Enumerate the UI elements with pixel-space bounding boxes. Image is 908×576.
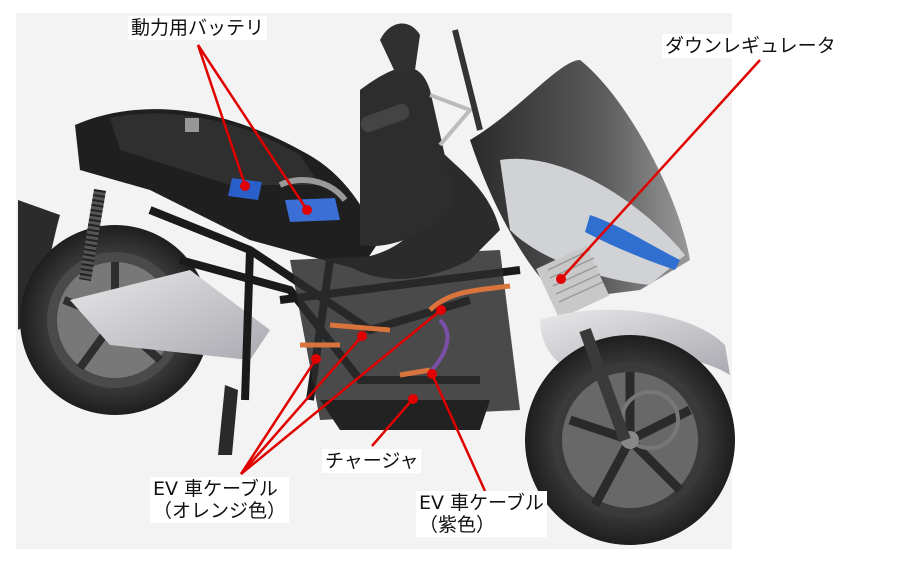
battery-label-text: 動力用バッテリ — [131, 17, 265, 39]
purple-cable — [430, 318, 450, 372]
seat-tub — [75, 109, 380, 271]
orange-cables — [300, 283, 511, 378]
down-regulator-label: ダウンレギュレータ — [662, 34, 839, 58]
front-wheel — [525, 327, 735, 545]
battery-pack-2 — [285, 198, 340, 222]
charger-label: チャージャ — [322, 449, 422, 473]
ev-cable-orange-label: EV 車ケーブル （オレンジ色） — [150, 477, 290, 523]
center-stand — [218, 385, 238, 455]
charger-label-text: チャージャ — [325, 450, 419, 472]
ev-cable-purple-label: EV 車ケーブル （紫色） — [416, 491, 547, 537]
charger-body — [320, 400, 490, 430]
front-cowl — [470, 60, 690, 300]
battery-label: 動力用バッテリ — [128, 16, 268, 40]
ev-cable-orange-line1: EV 車ケーブル — [153, 478, 278, 500]
leader-lines — [196, 44, 761, 492]
headlight-blue-trim — [585, 215, 680, 270]
swing-arm — [70, 270, 270, 360]
rear-shock — [79, 189, 106, 281]
ev-cable-purple-line2: （紫色） — [419, 514, 496, 536]
ev-cable-purple-line1: EV 車ケーブル — [419, 492, 544, 514]
down-regulator — [536, 245, 610, 319]
leg-shield — [340, 150, 500, 279]
handlebar — [360, 23, 483, 147]
down-regulator-label-text: ダウンレギュレータ — [665, 35, 836, 57]
ev-cable-orange-line2: （オレンジ色） — [153, 500, 287, 522]
